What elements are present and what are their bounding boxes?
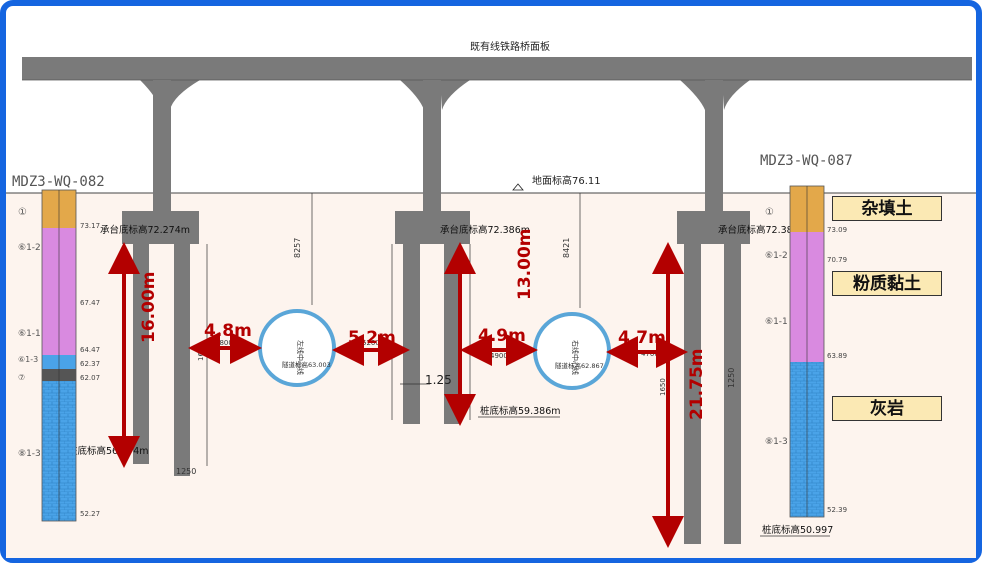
svg-text:⑥1-2: ⑥1-2 — [18, 243, 41, 253]
svg-text:62.37: 62.37 — [80, 360, 100, 368]
borehole-left-id: MDZ3-WQ-082 — [12, 174, 105, 190]
red-dimension-arrows — [108, 242, 688, 548]
cap-bottom-right: 承台底标高72.386m — [718, 224, 808, 236]
dim-1250-b: 1250 — [727, 368, 736, 388]
dim-label-21_75m: 21.75m — [687, 349, 707, 421]
borehole-right-id: MDZ3-WQ-087 — [760, 153, 853, 169]
svg-text:73.17: 73.17 — [80, 222, 100, 230]
pile-right-1 — [684, 244, 701, 544]
tunnel-right-elev: 隧道标高62.867 — [555, 361, 604, 370]
red-dimension-labels: 16.00m 13.00m 21.75m 4.8m 5.2m 4.9m 4.7m — [139, 229, 707, 421]
pier-left — [153, 80, 171, 211]
ground-level-marker — [512, 183, 524, 191]
cap-bottom-middle: 承台底标高72.386m — [440, 224, 530, 236]
svg-text:62.07: 62.07 — [80, 374, 100, 382]
pile-right-2 — [724, 244, 741, 544]
ground-level-text: 地面标高76.11 — [532, 174, 601, 187]
dim-label-4_9m: 4.9m — [478, 326, 526, 346]
svg-text:52.27: 52.27 — [80, 510, 100, 518]
tunnel-right: 右线中心线 隧道标高62.867 — [533, 312, 611, 390]
dim-label-4_7m: 4.7m — [618, 328, 666, 348]
svg-text:⑥1-2: ⑥1-2 — [765, 251, 788, 261]
dim-label-13m: 13.00m — [515, 229, 535, 301]
dim-1250-a: 1250 — [176, 467, 196, 476]
bridge-deck — [22, 57, 972, 110]
dim-label-4_8m: 4.8m — [204, 321, 252, 341]
pile-middle-1 — [403, 244, 420, 424]
pile-bottom-left: 桩底标高56.274m — [68, 445, 149, 457]
dim-label-16m: 16.00m — [139, 272, 159, 344]
ground-shade — [6, 193, 976, 558]
pile-bottom-right: 桩底标高50.997 — [762, 524, 833, 536]
dim-8257: 8257 — [293, 238, 302, 258]
pile-cap-middle — [395, 211, 470, 244]
svg-text:70.79: 70.79 — [827, 256, 847, 264]
dim-1600: 1600 — [197, 343, 205, 361]
svg-text:⑦: ⑦ — [18, 373, 25, 382]
legend-silty-clay: 粉质黏土 — [832, 271, 942, 296]
dim-1650: 1650 — [659, 378, 667, 396]
svg-text:64.47: 64.47 — [80, 346, 100, 354]
svg-text:①: ① — [765, 207, 774, 218]
deck-label: 既有线铁路桥面板 — [470, 40, 550, 53]
borehole-left: MDZ3-WQ-082 73.17 67.47 64.47 62.37 62.0… — [12, 174, 105, 522]
pile-left-2 — [174, 244, 190, 476]
tunnel-left: 左线中心线 隧道标高63.003 — [258, 309, 336, 387]
borehole-right: MDZ3-WQ-087 73.09 70.79 63.89 52.39 ① ⑥1… — [760, 153, 853, 518]
tunnel-left-elev: 隧道标高63.003 — [282, 360, 331, 369]
svg-text:①: ① — [18, 207, 27, 218]
dim-label-5_2m: 5.2m — [348, 328, 396, 348]
svg-text:67.47: 67.47 — [80, 299, 100, 307]
svg-text:⑥1-3: ⑥1-3 — [18, 355, 38, 364]
svg-text:⑧1-3: ⑧1-3 — [765, 437, 788, 447]
dim-8421: 8421 — [562, 238, 571, 258]
pile-bottom-middle: 桩底标高59.386m — [480, 405, 561, 417]
pile-cap-left — [122, 211, 199, 244]
tunnel-left-label: 左线中心线 — [296, 340, 305, 375]
slope-note: 1.25 — [425, 373, 452, 387]
svg-text:63.89: 63.89 — [827, 352, 847, 360]
svg-text:73.09: 73.09 — [827, 226, 847, 234]
svg-text:⑥1-1: ⑥1-1 — [18, 329, 41, 339]
pier-middle — [423, 80, 441, 211]
svg-text:52.39: 52.39 — [827, 506, 847, 514]
tunnel-right-label: 右线中心线 — [571, 340, 580, 375]
cap-bottom-left: 承台底标高72.274m — [100, 224, 190, 236]
legend-limestone: 灰岩 — [832, 396, 942, 421]
pier-right — [705, 80, 723, 211]
legend-fill-soil: 杂填土 — [832, 196, 942, 221]
dim-4900: 4900 — [490, 352, 508, 360]
svg-text:⑧1-3: ⑧1-3 — [18, 449, 41, 459]
svg-text:⑥1-1: ⑥1-1 — [765, 317, 788, 327]
pile-cap-right — [677, 211, 750, 244]
